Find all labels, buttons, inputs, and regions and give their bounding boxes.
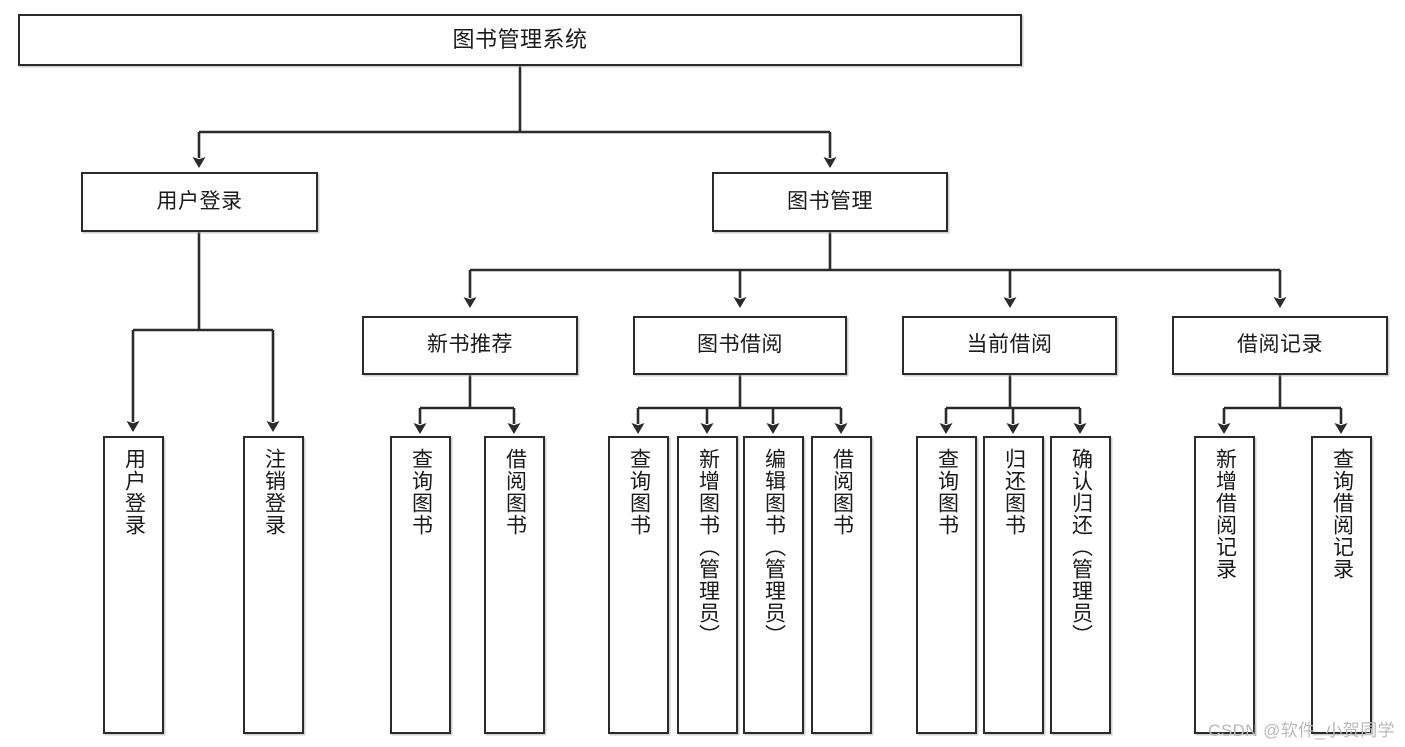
csdn-watermark: CSDN @软件_小贺同学: [1208, 721, 1395, 740]
node-book-borrow[interactable]: 图书借阅: [633, 316, 847, 375]
node-label: 新增图书（管理员）: [696, 448, 720, 646]
node-label: 查询图书: [627, 448, 651, 536]
leaf-borrow-record-add[interactable]: 新增借阅记录: [1194, 436, 1255, 734]
node-borrow-record[interactable]: 借阅记录: [1172, 316, 1388, 375]
leaf-new-book-borrow[interactable]: 借阅图书: [484, 436, 545, 734]
leaf-user-login-login[interactable]: 用户登录: [103, 436, 164, 734]
node-label: 图书管理: [787, 189, 873, 213]
leaf-user-login-logout[interactable]: 注销登录: [243, 436, 304, 734]
node-label: 确认归还（管理员）: [1069, 448, 1093, 646]
leaf-new-book-query[interactable]: 查询图书: [390, 436, 451, 734]
node-label: 查询借阅记录: [1330, 448, 1354, 580]
leaf-book-borrow-add[interactable]: 新增图书（管理员）: [677, 436, 738, 734]
node-label: 编辑图书（管理员）: [762, 448, 786, 646]
leaf-book-borrow-borrow[interactable]: 借阅图书: [811, 436, 872, 734]
leaf-current-borrow-confirm-return[interactable]: 确认归还（管理员）: [1050, 436, 1111, 734]
node-label: 图书借阅: [697, 333, 783, 357]
node-root-system[interactable]: 图书管理系统: [18, 14, 1022, 66]
leaf-book-borrow-edit[interactable]: 编辑图书（管理员）: [743, 436, 804, 734]
node-label: 查询图书: [409, 448, 433, 536]
node-label: 查询图书: [935, 448, 959, 536]
leaf-book-borrow-query[interactable]: 查询图书: [608, 436, 669, 734]
leaf-current-borrow-query[interactable]: 查询图书: [916, 436, 977, 734]
node-label: 用户登录: [156, 189, 243, 213]
node-label: 图书管理系统: [452, 27, 588, 53]
node-label: 借阅图书: [503, 448, 527, 536]
leaf-current-borrow-return[interactable]: 归还图书: [983, 436, 1044, 734]
node-new-book-recommend[interactable]: 新书推荐: [362, 316, 578, 375]
node-label: 注销登录: [262, 448, 286, 536]
leaf-borrow-record-query[interactable]: 查询借阅记录: [1311, 436, 1372, 734]
node-label: 当前借阅: [966, 333, 1053, 357]
node-book-management[interactable]: 图书管理: [712, 172, 948, 232]
node-label: 新书推荐: [427, 333, 513, 357]
node-label: 新增借阅记录: [1213, 448, 1237, 580]
node-current-borrow[interactable]: 当前借阅: [902, 316, 1117, 375]
node-label: 用户登录: [122, 448, 146, 536]
node-label: 借阅记录: [1237, 333, 1323, 357]
node-label: 借阅图书: [830, 448, 854, 536]
node-label: 归还图书: [1002, 448, 1026, 536]
node-user-login[interactable]: 用户登录: [81, 172, 318, 232]
